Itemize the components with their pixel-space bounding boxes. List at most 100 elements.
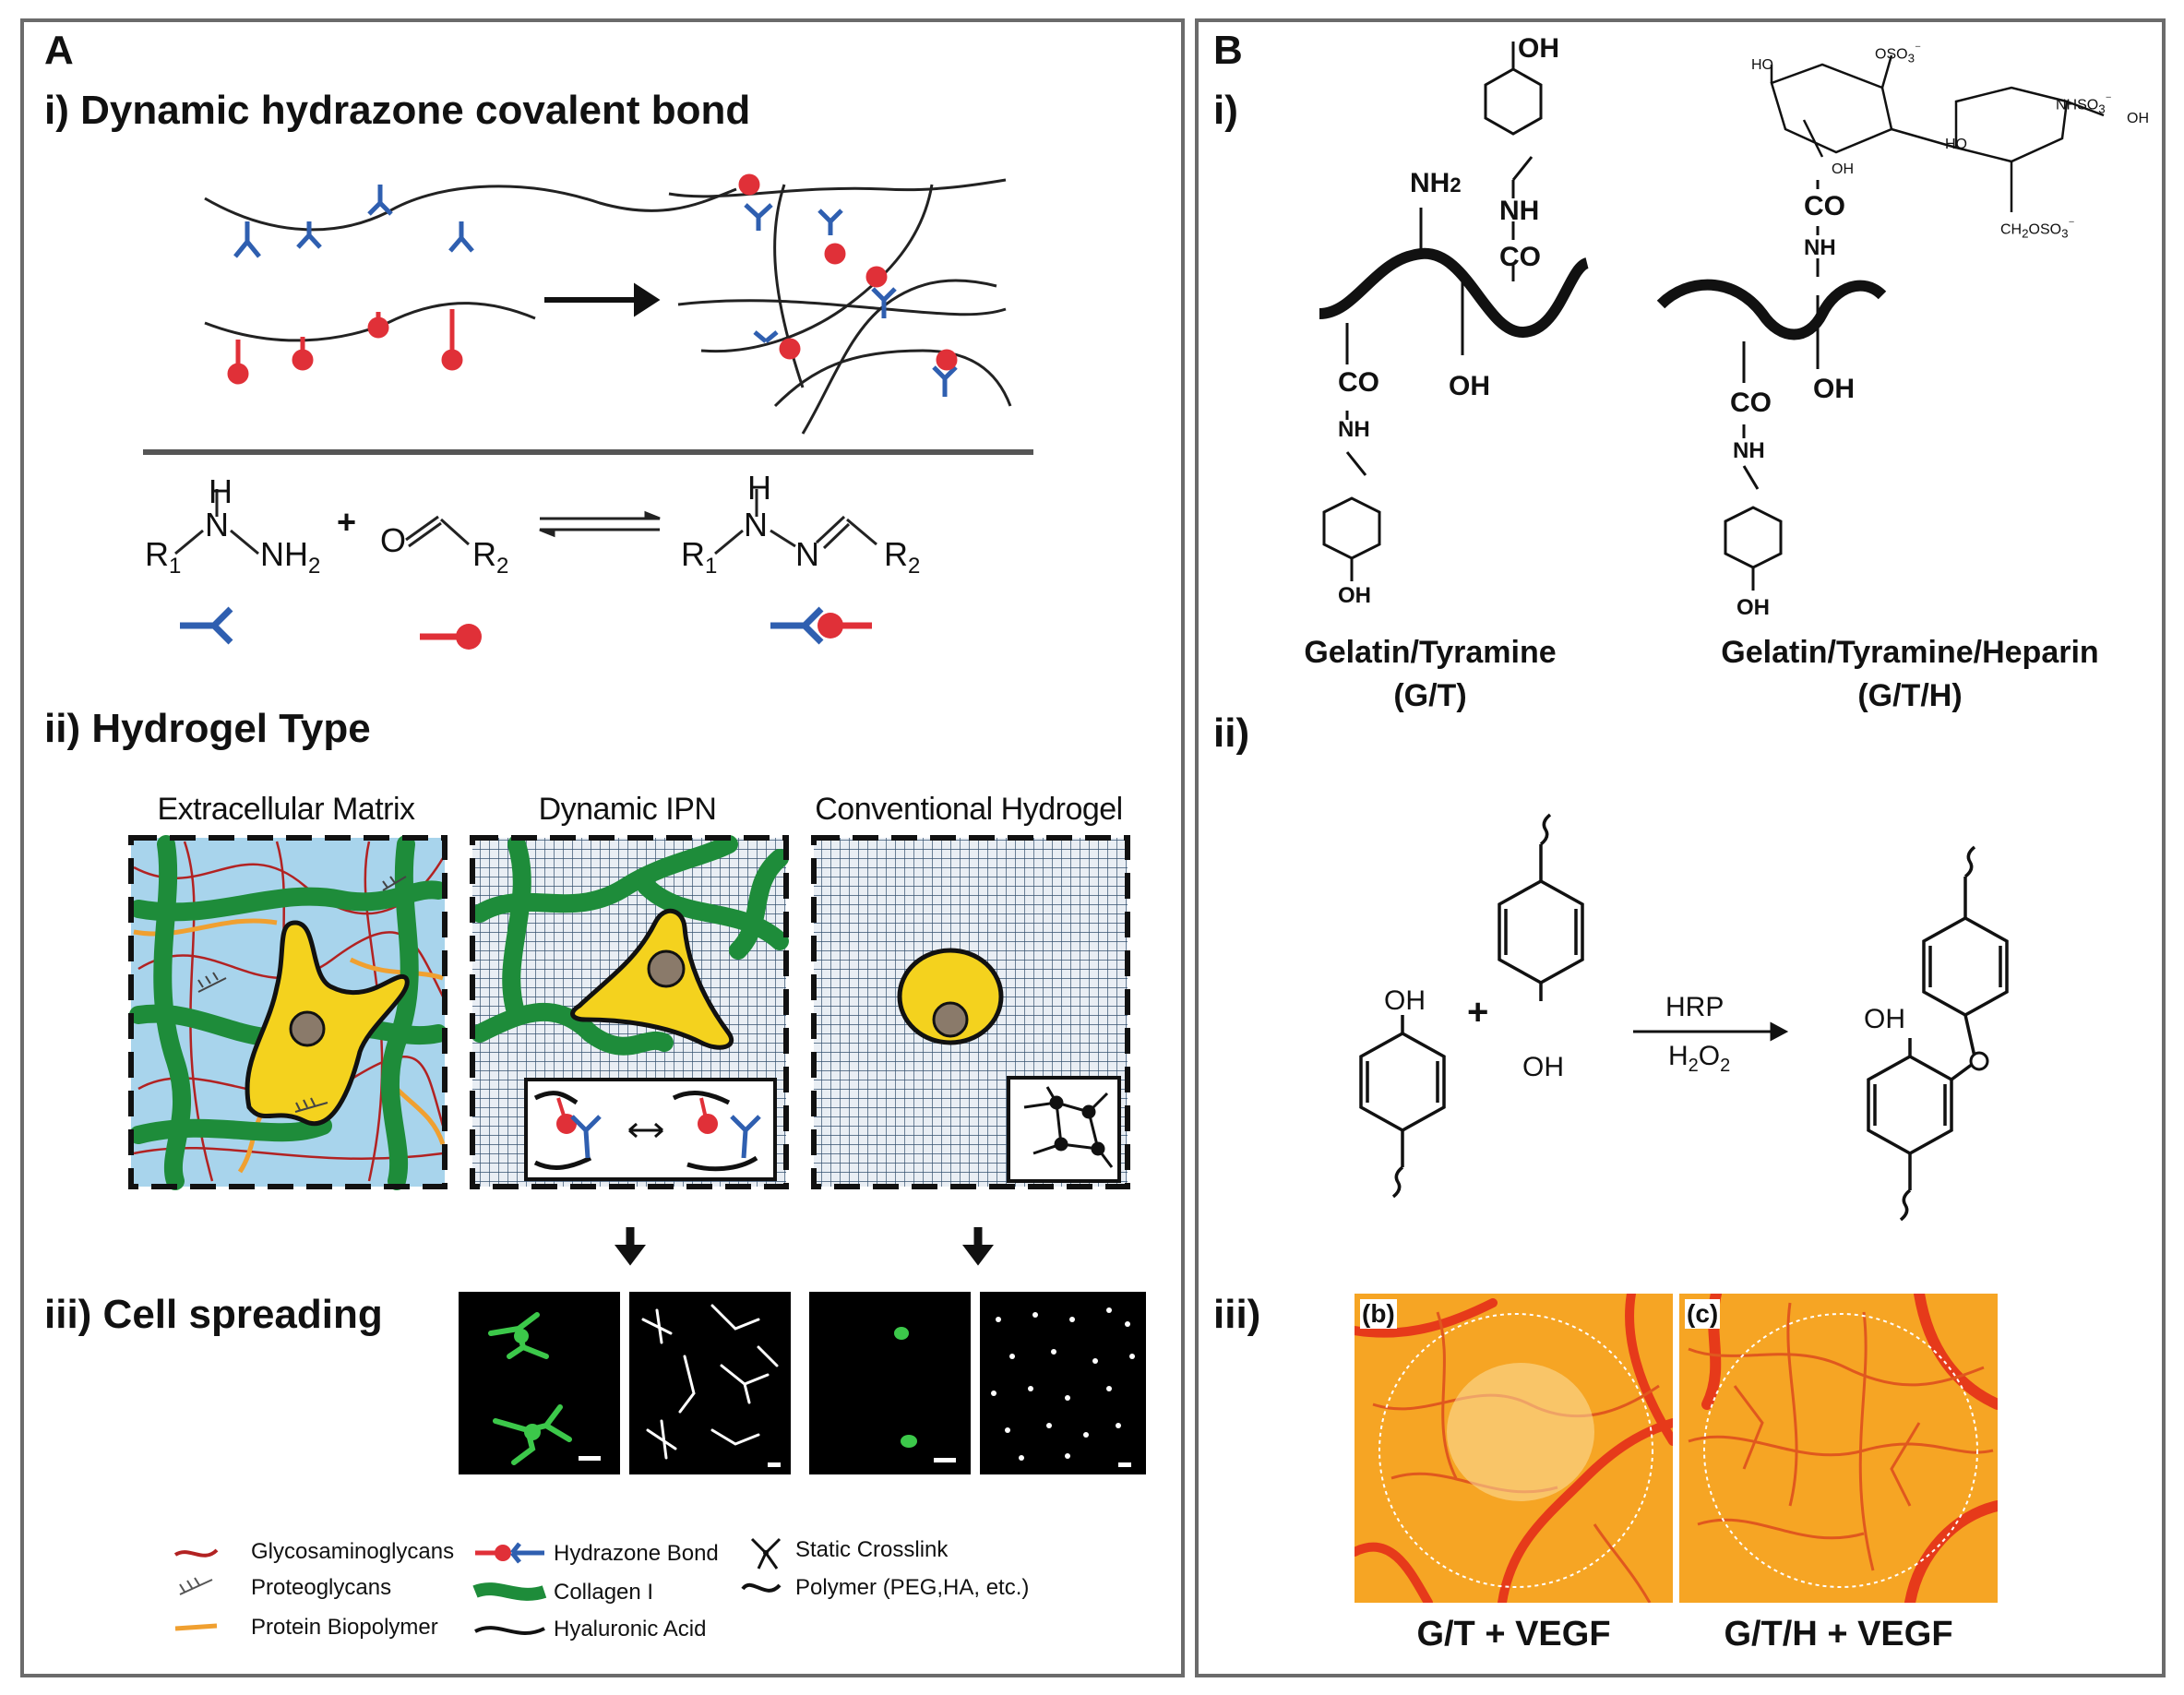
s2-ho-mid: HO	[1945, 137, 1967, 152]
micrograph-conventional-green	[809, 1292, 971, 1474]
enzyme-hrp: HRP	[1665, 992, 1725, 1022]
s2-nh: NH	[1804, 235, 1836, 260]
aldehyde-symbol	[420, 624, 482, 650]
s1-oh-side: OH	[1449, 371, 1490, 401]
conventional-hydrogel-box	[811, 835, 1130, 1189]
s2-ho: HO	[1751, 57, 1773, 73]
micrograph-ipn-mask	[629, 1292, 791, 1474]
caption-gt-line1: Gelatin/Tyramine	[1304, 635, 1557, 670]
s2-co: CO	[1804, 191, 1845, 221]
s2-ch2oso3: CH2OSO3⁻	[2000, 217, 2075, 241]
s1-co-lower: CO	[1338, 367, 1379, 398]
reactant2-oh: OH	[1522, 1052, 1564, 1082]
label-extracellular-matrix: Extracellular Matrix	[157, 792, 415, 827]
gelatin-backbone-2	[1656, 279, 1887, 340]
reagent-r1: R1	[145, 535, 182, 579]
photo-tag-c: (c)	[1685, 1299, 1721, 1329]
oxidant-h2o2: H2O2	[1668, 1041, 1731, 1076]
dynamic-ipn-box	[470, 835, 789, 1189]
legend-polymer: Polymer (PEG,HA, etc.)	[795, 1575, 1030, 1600]
product-h: H	[747, 469, 771, 507]
equilibrium-arrows	[539, 510, 661, 538]
s2-oh-mid: OH	[1832, 161, 1854, 177]
hydrazide-groups	[233, 185, 474, 258]
hydrazone-symbol	[770, 606, 872, 645]
legend-proteoglycans: Proteoglycans	[251, 1575, 392, 1600]
caption-gt-line2: (G/T)	[1393, 678, 1467, 713]
reaction-plus: +	[337, 503, 357, 541]
hydrazide-symbol	[180, 606, 233, 645]
gelatin-structures	[1319, 42, 2105, 591]
section-a-iii-heading: iii) Cell spreading	[44, 1292, 383, 1337]
heparin-rings	[1770, 54, 2105, 212]
cam-vessels-gt	[1355, 1294, 1673, 1603]
product-r2: R2	[884, 535, 921, 579]
ecm-cell	[245, 920, 410, 1126]
s2-oh-side: OH	[1813, 374, 1855, 404]
panel-b-letter: B	[1213, 28, 1243, 73]
legend-static-crosslink: Static Crosslink	[795, 1537, 949, 1562]
aldehyde-r2: R2	[472, 535, 509, 579]
s2-oh-bottom: OH	[1736, 595, 1770, 620]
label-dynamic-ipn: Dynamic IPN	[538, 792, 717, 827]
section-a-i-heading: i) Dynamic hydrazone covalent bond	[44, 88, 751, 133]
legend-collagen: Collagen I	[554, 1580, 654, 1605]
caption-gth-line1: Gelatin/Tyramine/Heparin	[1721, 635, 2099, 670]
section-b-ii-heading: ii)	[1213, 710, 1250, 756]
cam-photo-gth: (c)	[1679, 1294, 1998, 1603]
network-blue-groups	[744, 203, 958, 397]
green-spread-cells	[488, 1312, 572, 1465]
hydrogel-type-illustrations	[128, 835, 1130, 1266]
s2-co-lower: CO	[1730, 388, 1772, 418]
photo-caption-gth: G/T/H + VEGF	[1724, 1615, 1953, 1653]
product-oh: OH	[1864, 1004, 1905, 1034]
cam-vessels-gth	[1679, 1294, 1998, 1603]
s1-nh2: NH2	[1410, 168, 1462, 198]
scale-bar	[768, 1462, 781, 1467]
s2-oso3: OSO3⁻	[1875, 42, 1922, 66]
section-a-ii-heading: ii) Hydrogel Type	[44, 706, 371, 751]
s1-nh: NH	[1499, 196, 1540, 226]
aldehyde-o: O	[380, 521, 407, 559]
s1-oh-top: OH	[1518, 33, 1559, 64]
product-n2: N	[795, 535, 819, 573]
reactant1-oh: OH	[1384, 985, 1426, 1016]
photo-caption-gt: G/T + VEGF	[1416, 1615, 1611, 1653]
label-conventional-hydrogel: Conventional Hydrogel	[815, 792, 1123, 827]
ecm-box	[128, 835, 448, 1190]
round-cell	[897, 948, 1004, 1045]
reagent-nh2: NH2	[260, 535, 321, 579]
s1-oh-bottom: OH	[1338, 583, 1371, 608]
gelatin-2-bonds	[1724, 180, 1820, 591]
hrp-arrow	[1633, 1021, 1789, 1042]
legend-hydrazone-bond: Hydrazone Bond	[554, 1541, 719, 1566]
legend-symbols	[173, 1537, 782, 1635]
scale-bar	[1118, 1462, 1131, 1467]
micrograph-ipn-green	[459, 1292, 620, 1474]
tyramine-crosslink-reaction	[1359, 813, 2009, 1222]
s2-nhso3: NHSO3⁻	[2056, 92, 2112, 116]
caption-gth-line2: (G/T/H)	[1857, 678, 1963, 713]
gelatin-1-bonds	[1322, 42, 1543, 581]
legend-hyaluronic-acid: Hyaluronic Acid	[554, 1617, 707, 1641]
hydrazone-reaction-equation	[174, 489, 877, 650]
scale-bar	[579, 1456, 601, 1461]
white-spread-cells	[641, 1304, 779, 1460]
section-b-iii-heading: iii)	[1213, 1292, 1261, 1337]
ipn-cell	[570, 909, 734, 1050]
legend-glycosaminoglycans: Glycosaminoglycans	[251, 1539, 455, 1564]
reaction-arrow	[544, 282, 661, 317]
down-arrows	[615, 1227, 994, 1266]
cam-photo-gt: (b)	[1355, 1294, 1673, 1603]
reagent-h: H	[209, 472, 233, 510]
micrograph-conventional-mask	[980, 1292, 1146, 1474]
green-round-cells	[894, 1327, 917, 1448]
network-red-groups	[738, 173, 958, 371]
aldehyde-groups	[227, 309, 463, 385]
panel-a-letter: A	[44, 28, 74, 73]
product-n1: N	[744, 506, 768, 543]
section-b-i-heading: i)	[1213, 88, 1238, 133]
hydrazone-network-schematic	[143, 173, 1033, 455]
s2-oh-right: OH	[2127, 111, 2149, 126]
scale-bar	[934, 1458, 956, 1462]
